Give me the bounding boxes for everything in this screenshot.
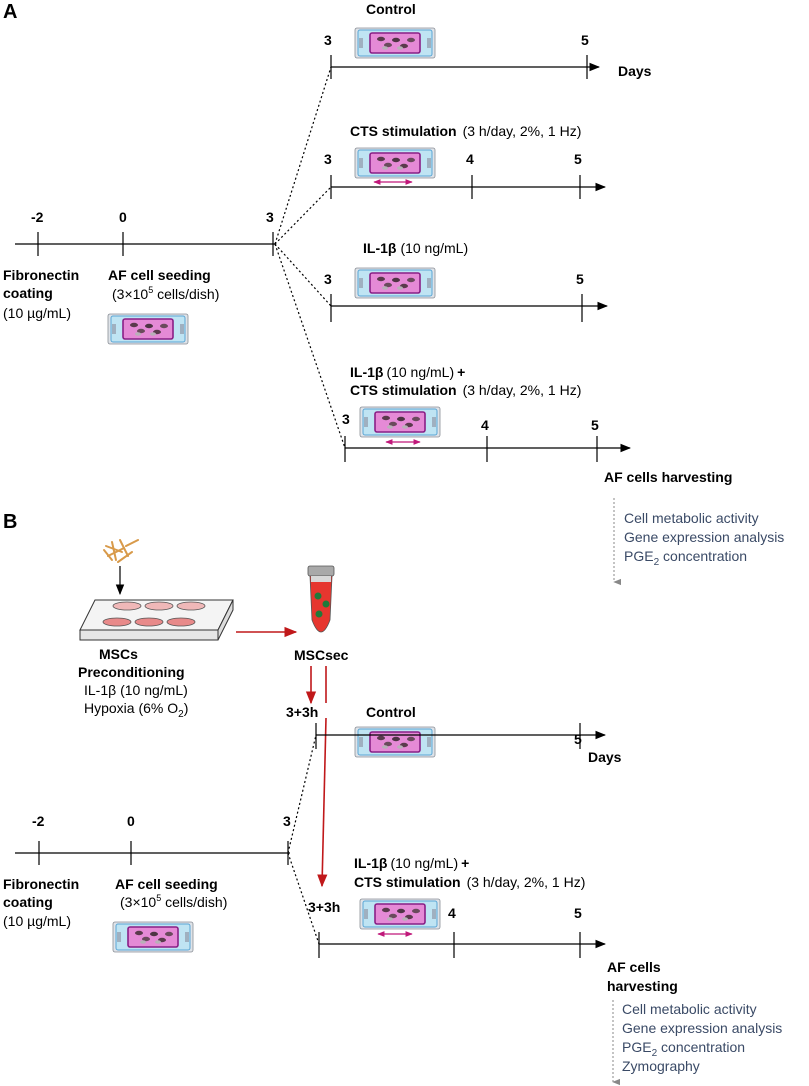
combo-mid: 4 (448, 905, 456, 921)
fibronectin-title-1: Fibronectin (3, 267, 79, 283)
control-timeline (315, 723, 607, 749)
seeding-title: AF cell seeding (115, 876, 218, 892)
analysis-metabolic: Cell metabolic activity (624, 510, 759, 526)
control-title: Control (366, 1, 416, 17)
cts-end: 5 (574, 151, 582, 167)
chamber-icon (359, 406, 441, 438)
il1b-start: 3 (324, 271, 332, 287)
cts-heading: CTS stimulation(3 h/day, 2%, 1 Hz) (350, 123, 581, 139)
control-title: Control (366, 704, 416, 720)
tick-minus2: -2 (31, 209, 44, 225)
tick-minus2: -2 (32, 813, 45, 829)
chamber-icon (354, 726, 436, 758)
tick-0: 0 (127, 813, 135, 829)
combo-start: 3+3h (308, 899, 340, 915)
combo-heading-1: IL-1β(10 ng/mL)+ (354, 855, 469, 871)
chamber-icon (354, 147, 436, 179)
harvest-title-2: harvesting (607, 978, 678, 994)
harvest-title-1: AF cells (607, 959, 661, 975)
control-end: 5 (581, 32, 589, 48)
panel-a-main-timeline: -2 0 3 (15, 209, 275, 256)
cts-mid: 4 (466, 151, 474, 167)
combo-end: 5 (591, 417, 599, 433)
chamber-icon (359, 898, 441, 930)
chamber-icon (354, 27, 436, 59)
well-plate-icon (79, 599, 234, 641)
fibronectin-title-2: coating (3, 285, 53, 301)
cts-start: 3 (324, 151, 332, 167)
msc-detail-1: IL-1β (10 ng/mL) (84, 682, 188, 698)
tick-3: 3 (283, 813, 291, 829)
chamber-icon (354, 267, 436, 299)
panel-b-letter: B (3, 511, 17, 533)
combo-timeline (344, 436, 632, 462)
analysis-gene: Gene expression analysis (624, 529, 784, 545)
msc-title-1: MSCs (99, 646, 138, 662)
combo-heading-1: IL-1β(10 ng/mL)+ (350, 364, 465, 380)
msc-detail-2: Hypoxia (6% O2) (84, 700, 188, 720)
panel-a-letter: A (3, 1, 17, 23)
seeding-detail: (3×105 cells/dish) (112, 285, 219, 302)
il1b-end: 5 (576, 271, 584, 287)
fibronectin-title-1: Fibronectin (3, 876, 79, 892)
fibronectin-detail: (10 µg/mL) (3, 913, 71, 929)
fibronectin-detail: (10 µg/mL) (3, 305, 71, 321)
combo-heading-2: CTS stimulation(3 h/day, 2%, 1 Hz) (350, 382, 581, 398)
msc-cells-icon (103, 539, 139, 563)
analysis-metabolic: Cell metabolic activity (622, 1001, 757, 1017)
combo-start: 3 (342, 411, 350, 427)
combo-heading-2: CTS stimulation(3 h/day, 2%, 1 Hz) (354, 874, 585, 890)
harvest-title: AF cells harvesting (604, 469, 732, 485)
combo-timeline (318, 932, 607, 958)
seeding-title: AF cell seeding (108, 267, 211, 283)
analysis-pge2: PGE2 concentration (622, 1039, 745, 1059)
tick-0: 0 (119, 209, 127, 225)
analysis-zymography: Zymography (622, 1058, 700, 1074)
combo-mid: 4 (481, 417, 489, 433)
il1b-heading: IL-1β(10 ng/mL) (363, 240, 468, 256)
seeding-detail: (3×105 cells/dish) (120, 893, 227, 910)
tick-3: 3 (266, 209, 274, 225)
combo-end: 5 (574, 905, 582, 921)
mscsec-label: MSCsec (294, 647, 349, 663)
control-end: 5 (574, 731, 582, 747)
chamber-icon (112, 921, 194, 953)
msc-title-2: Preconditioning (78, 664, 185, 680)
days-label: Days (618, 63, 652, 79)
chamber-icon (107, 313, 189, 345)
panel-a-branch-connectors (274, 66, 346, 449)
mscsec-tube-icon (307, 565, 335, 633)
mscsec-to-combo-arrow (317, 717, 328, 888)
panel-b-main-timeline: -2 0 3 (15, 813, 291, 865)
il1b-timeline (330, 294, 609, 322)
analysis-pge2: PGE2 concentration (624, 548, 747, 568)
control-timeline (330, 55, 601, 79)
fibronectin-title-2: coating (3, 894, 53, 910)
cts-timeline (330, 175, 607, 199)
analysis-gene: Gene expression analysis (622, 1020, 782, 1036)
control-start: 3 (324, 32, 332, 48)
control-start: 3+3h (286, 704, 318, 720)
days-label: Days (588, 749, 622, 765)
